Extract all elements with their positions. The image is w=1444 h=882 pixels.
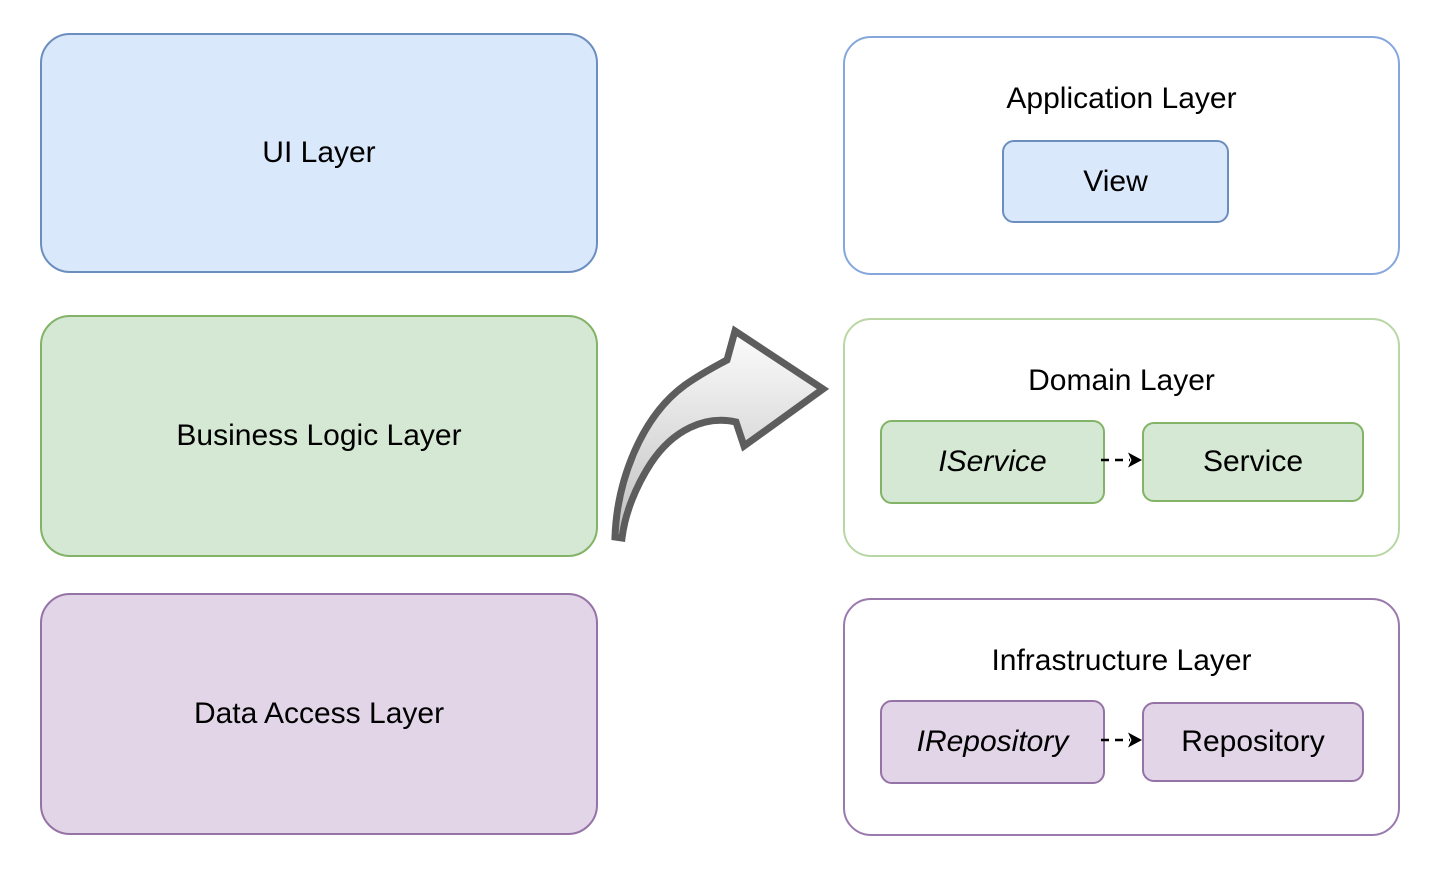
node-irepository: IRepository bbox=[880, 700, 1105, 784]
node-view: View bbox=[1002, 140, 1229, 223]
node-repository: Repository bbox=[1142, 702, 1364, 782]
node-iservice: IService bbox=[880, 420, 1105, 504]
dashed-arrow-icon bbox=[1101, 452, 1142, 468]
node-data-access-layer: Data Access Layer bbox=[40, 593, 598, 835]
application-layer-title: Application Layer bbox=[1006, 82, 1237, 115]
node-data-access-layer-label: Data Access Layer bbox=[193, 697, 445, 730]
node-ui-layer: UI Layer bbox=[40, 33, 598, 273]
node-service-label: Service bbox=[1202, 445, 1304, 478]
node-irepository-label: IRepository bbox=[916, 725, 1069, 758]
node-repository-label: Repository bbox=[1181, 725, 1325, 758]
curved-arrow-icon bbox=[611, 325, 830, 542]
infrastructure-layer-title: Infrastructure Layer bbox=[991, 644, 1252, 677]
container-infrastructure-layer: Infrastructure Layer IRepository Reposit… bbox=[843, 598, 1400, 836]
domain-layer-title: Domain Layer bbox=[1028, 364, 1215, 397]
node-business-logic-layer: Business Logic Layer bbox=[40, 315, 598, 557]
dashed-arrow-icon bbox=[1101, 732, 1142, 748]
node-business-logic-layer-label: Business Logic Layer bbox=[176, 419, 462, 452]
node-ui-layer-label: UI Layer bbox=[262, 136, 376, 169]
container-domain-layer: Domain Layer IService Service bbox=[843, 318, 1400, 557]
container-application-layer: Application Layer View bbox=[843, 36, 1400, 275]
node-view-label: View bbox=[1083, 164, 1148, 198]
node-service: Service bbox=[1142, 422, 1364, 502]
node-iservice-label: IService bbox=[938, 445, 1047, 478]
